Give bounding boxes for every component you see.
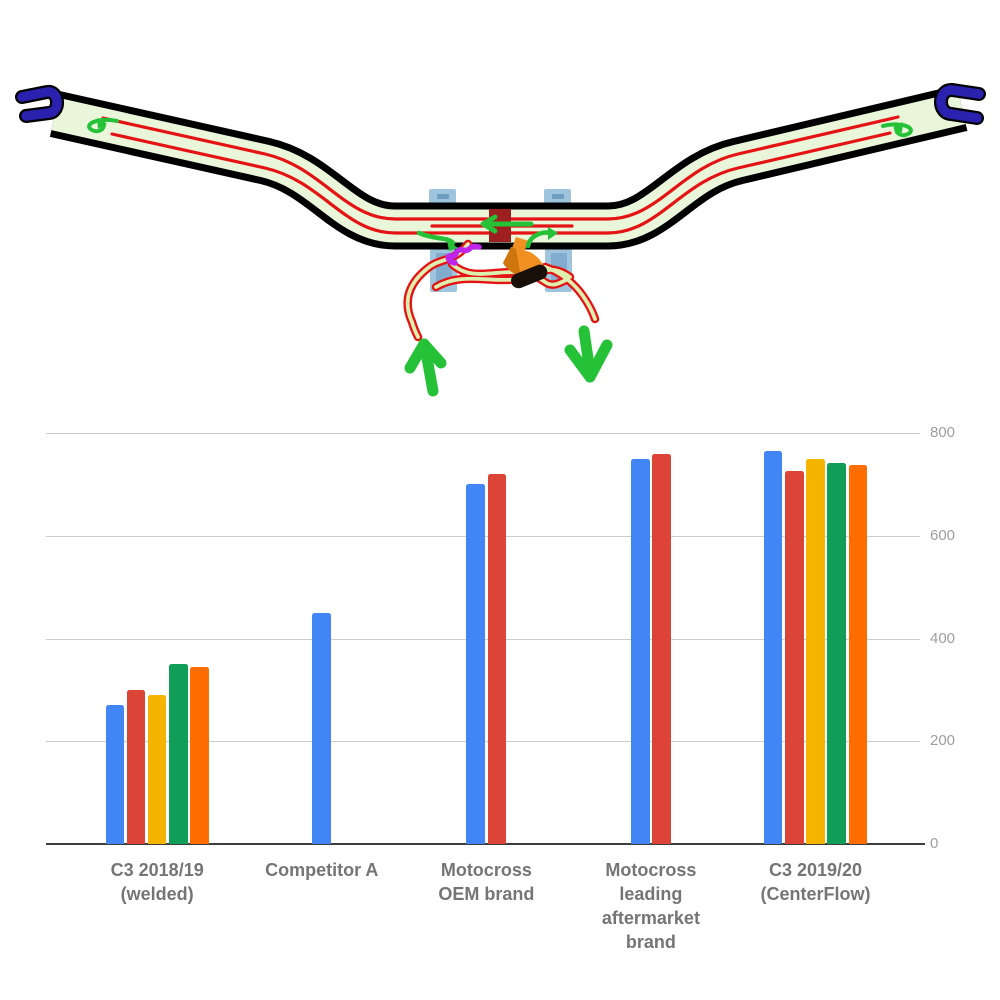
- grip-end-cap-left: [15, 85, 64, 123]
- bar: [631, 459, 650, 844]
- center-flow-arrow: [480, 214, 534, 234]
- y-axis-tick-label: 600: [930, 526, 956, 544]
- y-axis-tick-label: 800: [930, 424, 956, 441]
- bar: [827, 463, 846, 844]
- cable-in-arrow-up: [404, 338, 447, 397]
- bar: [652, 454, 671, 844]
- bar-clamp-top-right: [544, 189, 571, 206]
- y-axis-tick-label: 400: [930, 629, 956, 647]
- x-axis-label: C3 2019/20(CenterFlow): [760, 860, 871, 904]
- grip-end-cap-right: [934, 83, 986, 125]
- handlebar-diagram: [15, 83, 986, 397]
- bar: [312, 613, 332, 844]
- bar: [190, 667, 209, 844]
- bar: [848, 465, 868, 844]
- connector-squiggle: [445, 243, 482, 266]
- bar-chart: 0 200 400 600 800 C3 2018/19(welded) Competito…: [0, 420, 1000, 1000]
- bar: [785, 471, 804, 844]
- x-axis-label: Competitor A: [265, 860, 379, 880]
- y-axis-tick-label: 200: [930, 732, 956, 750]
- bar: [169, 664, 188, 844]
- cable-out-arrow-down: [564, 325, 613, 383]
- bar: [126, 690, 146, 844]
- bar: [466, 484, 486, 844]
- x-axis-label: C3 2018/19(welded): [110, 860, 204, 904]
- cable-flow-arrow-right-curl: [881, 122, 913, 138]
- bar: [487, 474, 507, 844]
- y-axis-tick-label: 0: [930, 835, 939, 852]
- cable-exit-arrow-right: [525, 227, 558, 249]
- bar: [105, 705, 125, 844]
- cable-entry-arrow-left: [416, 230, 458, 251]
- gridline: [46, 433, 920, 434]
- bar-clamp-top-left: [429, 189, 456, 206]
- handlebar-tube: [49, 85, 968, 250]
- rubber-grommet: [511, 264, 548, 289]
- cable-flow-arrow-left-curl: [87, 118, 119, 134]
- bar: [806, 459, 825, 844]
- x-axis-line: [46, 843, 925, 845]
- bar: [147, 695, 167, 844]
- bar: [763, 451, 783, 844]
